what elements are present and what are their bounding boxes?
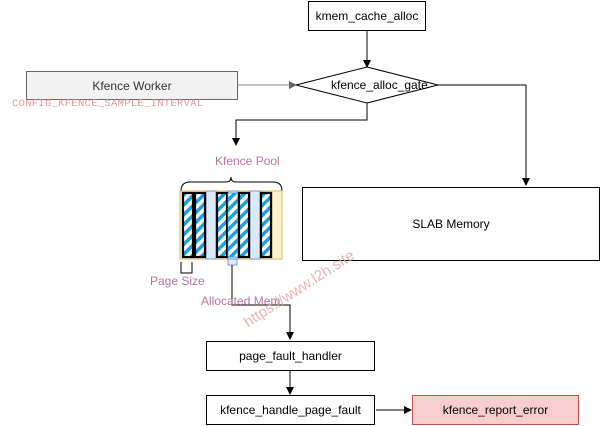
page-size-bracket: [180, 262, 193, 274]
kfence-pool-label: Kfence Pool: [215, 154, 280, 168]
object-page: [181, 191, 195, 259]
config-sample-interval-label: CONFIG_KFENCE_SAMPLE_INTERVAL: [12, 98, 204, 110]
kfence-handle-page-fault-node[interactable]: kfence_handle_page_fault: [206, 395, 375, 425]
object-page: [193, 191, 207, 259]
pool-brace: [180, 176, 283, 192]
edge-gate-to-pool: [232, 103, 368, 146]
kfence-worker-node[interactable]: Kfence Worker: [26, 71, 238, 100]
guard-page: [249, 190, 261, 260]
object-page-allocated: [227, 192, 239, 258]
allocated-mem-label: Allocated Mem: [201, 294, 281, 308]
kfence-alloc-gate-diamond[interactable]: [295, 66, 439, 104]
allocated-mem-marker: [227, 258, 238, 266]
object-page: [237, 191, 251, 259]
kfence-pool: [179, 190, 283, 266]
kmem-cache-alloc-node[interactable]: kmem_cache_alloc: [308, 1, 426, 31]
edge-gate-to-slab: [438, 84, 530, 186]
kfence-alloc-gate-label: kfence_alloc_gate: [331, 78, 428, 92]
page-fault-handler-node[interactable]: page_fault_handler: [206, 341, 375, 371]
object-page: [259, 191, 273, 259]
guard-page: [271, 190, 283, 260]
kfence-report-error-node[interactable]: kfence_report_error: [412, 395, 579, 425]
slab-memory-node[interactable]: SLAB Memory: [302, 187, 600, 261]
page-size-label: Page Size: [150, 274, 205, 288]
guard-page: [205, 190, 217, 260]
object-page: [215, 191, 229, 259]
